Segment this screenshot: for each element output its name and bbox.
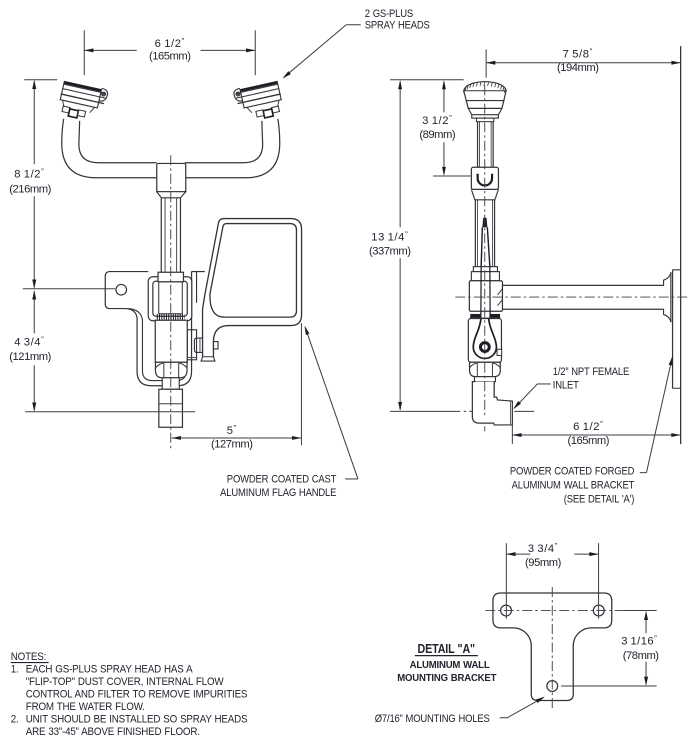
svg-text:Ø7/16” MOUNTING HOLES: Ø7/16” MOUNTING HOLES — [375, 713, 490, 725]
svg-text:(SEE DETAIL 'A'): (SEE DETAIL 'A') — [564, 494, 635, 506]
svg-text:8 1/2”: 8 1/2” — [14, 167, 44, 180]
svg-text:(165mm): (165mm) — [149, 51, 191, 63]
svg-text:(95mm): (95mm) — [525, 557, 562, 569]
svg-text:3 1/2”: 3 1/2” — [422, 114, 452, 127]
svg-text:(337mm): (337mm) — [369, 245, 411, 257]
svg-text:4 3/4”: 4 3/4” — [14, 335, 44, 348]
svg-text:(165mm): (165mm) — [567, 435, 609, 447]
svg-text:POWDER COATED FORGED: POWDER COATED FORGED — [510, 466, 634, 478]
svg-text:(121mm): (121mm) — [9, 351, 51, 363]
svg-text:CONTROL AND FILTER TO REMOVE I: CONTROL AND FILTER TO REMOVE IMPURITIES — [26, 688, 248, 701]
svg-text:7 5/8”: 7 5/8” — [563, 47, 593, 60]
svg-text:UNIT SHOULD BE INSTALLED SO SP: UNIT SHOULD BE INSTALLED SO SPRAY HEADS — [26, 713, 248, 726]
svg-text:POWDER COATED CAST: POWDER COATED CAST — [227, 474, 337, 486]
svg-text:2 GS-PLUS: 2 GS-PLUS — [365, 8, 414, 20]
svg-text:(127mm): (127mm) — [211, 438, 253, 450]
svg-text:(89mm): (89mm) — [419, 129, 456, 141]
svg-text:"FLIP-TOP" DUST COVER, INTERNA: "FLIP-TOP" DUST COVER, INTERNAL FLOW — [26, 675, 224, 688]
svg-text:FROM THE WATER FLOW.: FROM THE WATER FLOW. — [26, 700, 145, 713]
svg-text:5”: 5” — [227, 424, 237, 437]
svg-text:EACH GS-PLUS SPRAY HEAD HAS A: EACH GS-PLUS SPRAY HEAD HAS A — [26, 663, 194, 676]
svg-text:ARE 33”-45” ABOVE FINISHED FLO: ARE 33”-45” ABOVE FINISHED FLOOR. — [26, 725, 200, 738]
svg-text:2.: 2. — [11, 713, 19, 726]
svg-text:ALUMINUM WALL: ALUMINUM WALL — [410, 660, 490, 671]
svg-text:ALUMINUM WALL BRACKET: ALUMINUM WALL BRACKET — [512, 480, 635, 492]
svg-text:13 1/4”: 13 1/4” — [371, 230, 408, 243]
svg-text:3 1/16”: 3 1/16” — [621, 634, 657, 647]
svg-text:6 1/2”: 6 1/2” — [573, 420, 603, 433]
svg-text:(216mm): (216mm) — [9, 183, 51, 195]
svg-text:SPRAY HEADS: SPRAY HEADS — [365, 20, 430, 32]
svg-text:NOTES:: NOTES: — [11, 650, 46, 663]
svg-text:MOUNTING BRACKET: MOUNTING BRACKET — [397, 672, 496, 683]
svg-text:6 1/2”: 6 1/2” — [155, 37, 185, 50]
svg-text:INLET: INLET — [553, 380, 580, 392]
svg-text:ALUMINUM FLAG HANDLE: ALUMINUM FLAG HANDLE — [220, 487, 336, 499]
svg-text:DETAIL "A": DETAIL "A" — [418, 642, 475, 656]
svg-text:(78mm): (78mm) — [623, 650, 660, 662]
svg-text:3 3/4”: 3 3/4” — [528, 542, 558, 555]
svg-text:1.: 1. — [11, 663, 19, 676]
svg-text:(194mm): (194mm) — [557, 62, 599, 74]
svg-text:1/2” NPT FEMALE: 1/2” NPT FEMALE — [553, 366, 630, 378]
